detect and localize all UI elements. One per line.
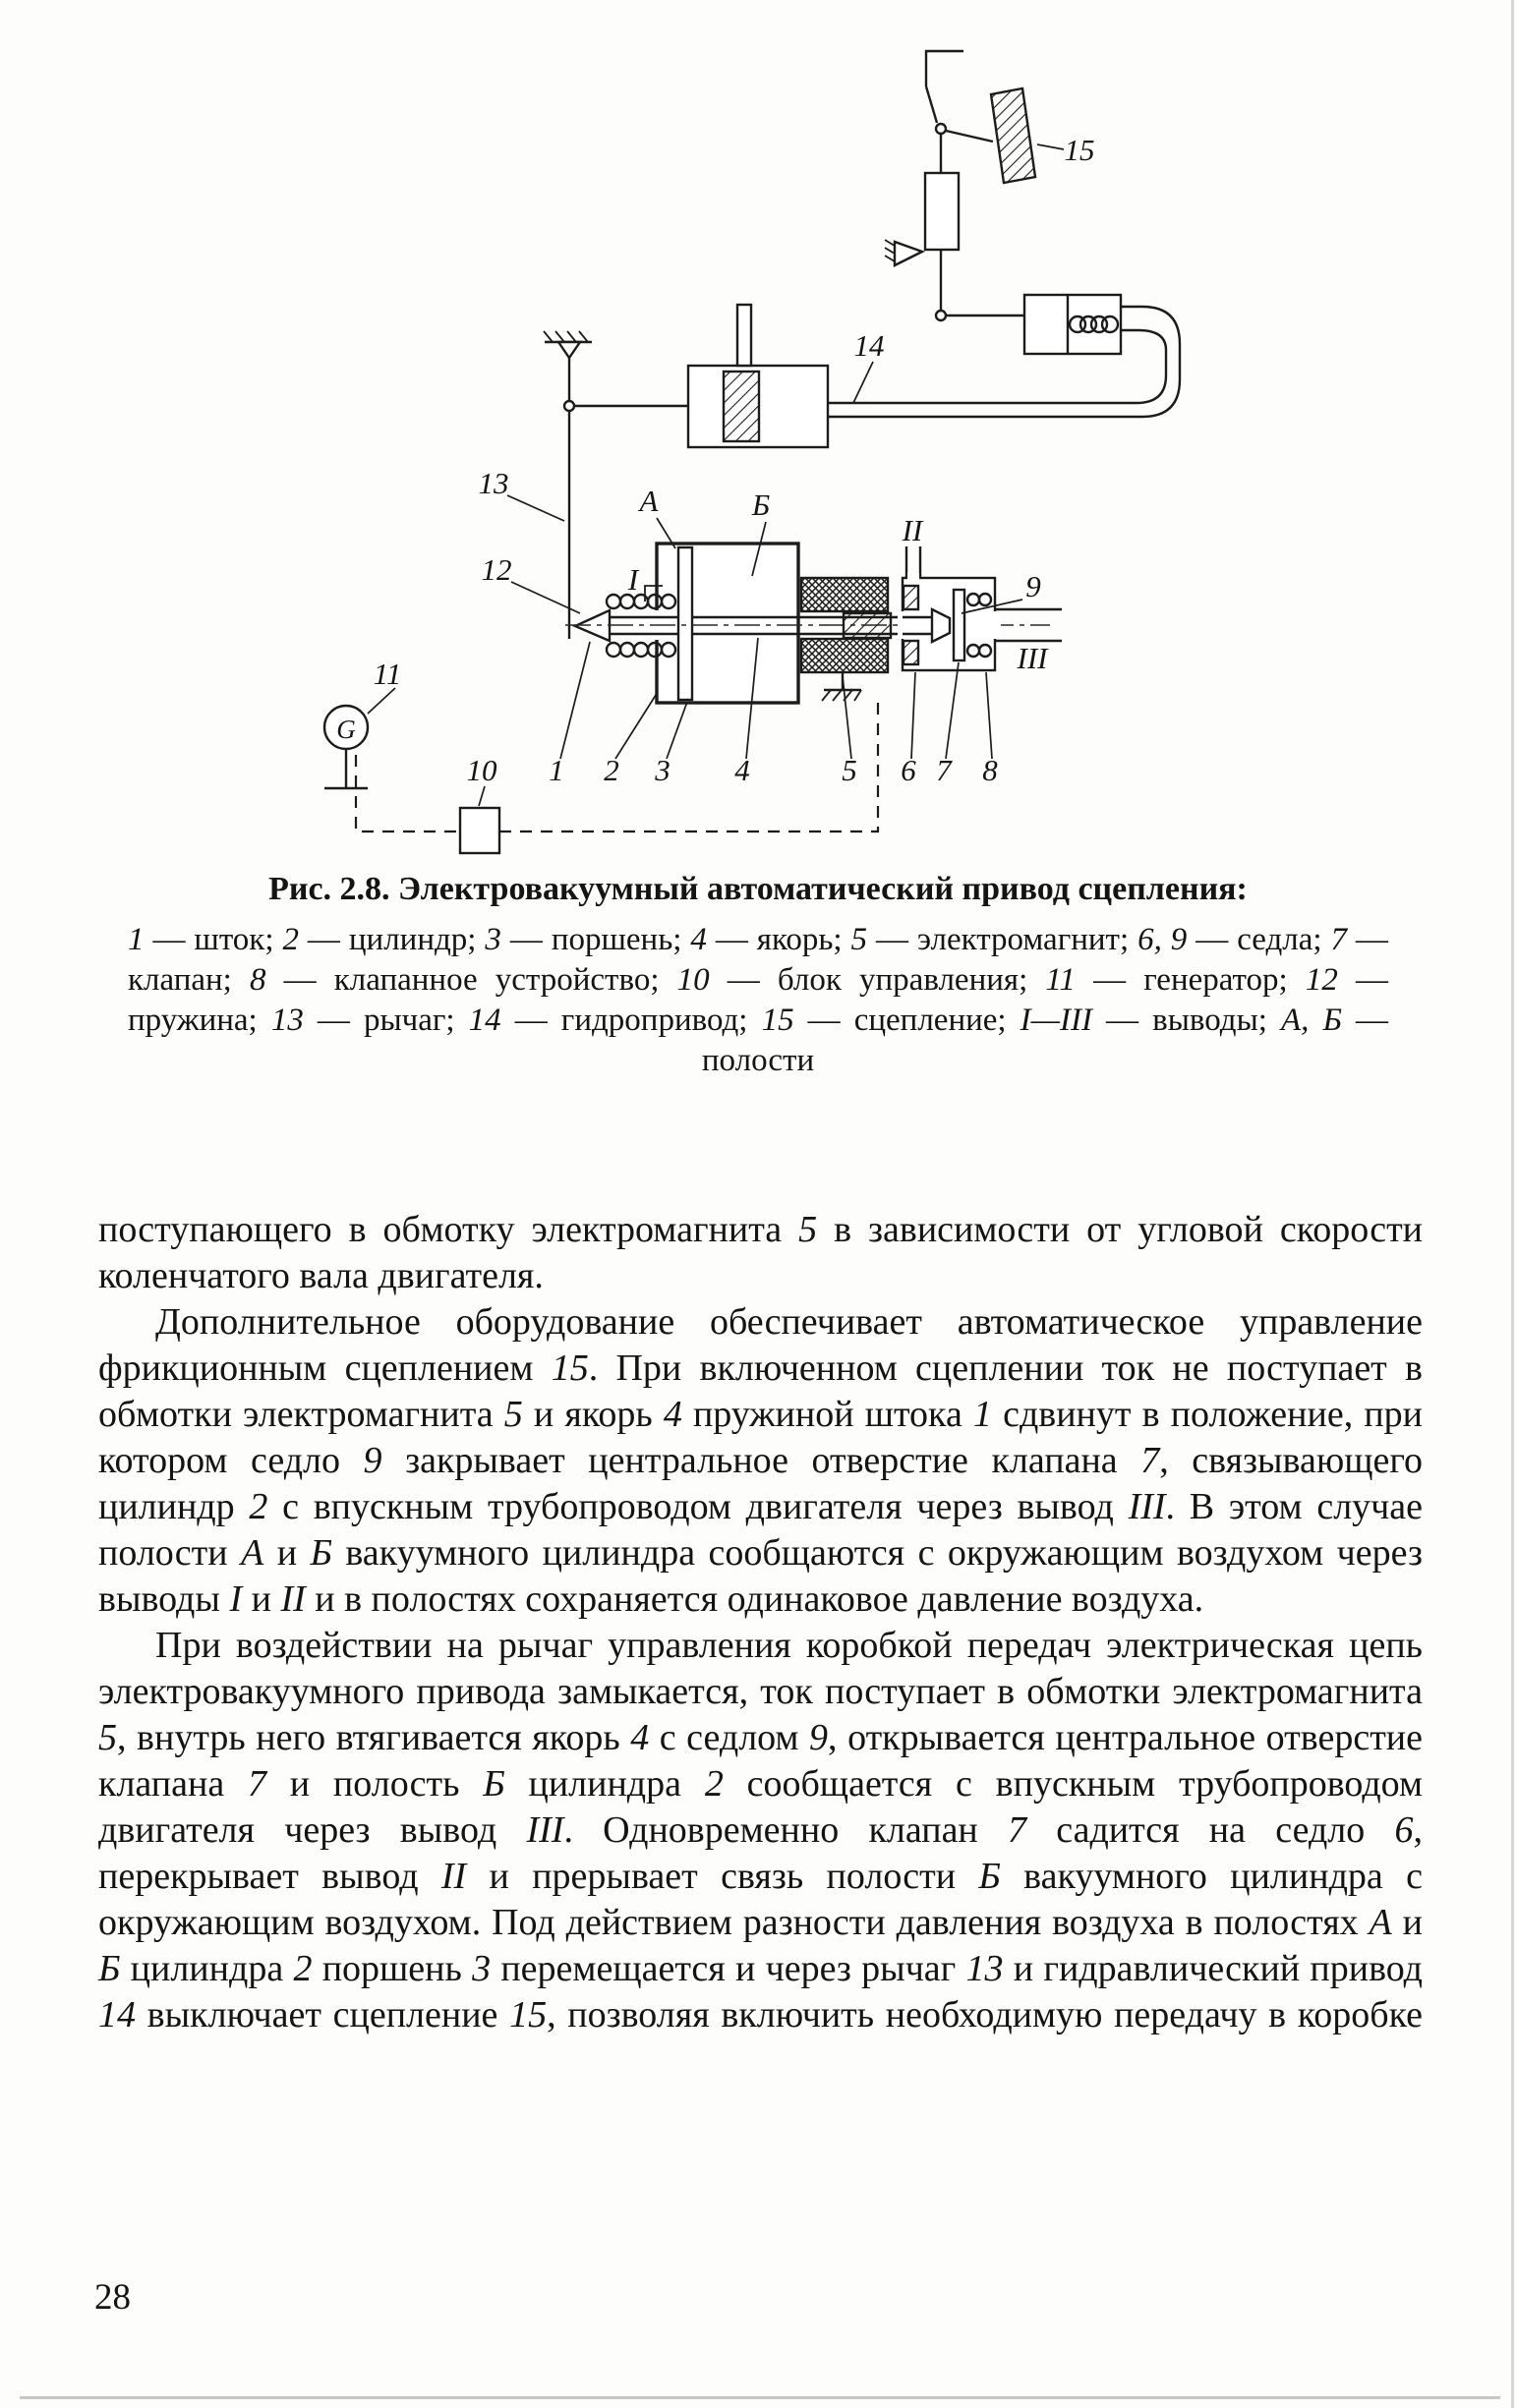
label-4: 4 bbox=[734, 753, 750, 787]
figure-2-8: G bbox=[0, 0, 1516, 1081]
armature bbox=[842, 611, 893, 640]
scan-edge-artifact bbox=[1511, 0, 1514, 2408]
master-cylinder bbox=[1022, 293, 1123, 356]
valve-device bbox=[898, 546, 1062, 672]
paragraph: Дополнительное оборудование обеспечивает… bbox=[98, 1301, 1424, 1620]
coil-lower bbox=[799, 637, 890, 674]
label-port-1: I bbox=[627, 562, 640, 597]
label-2: 2 bbox=[604, 753, 619, 787]
label-9: 9 bbox=[1025, 569, 1041, 603]
page-number: 28 bbox=[94, 2277, 131, 2318]
hydraulic-piston bbox=[722, 370, 761, 443]
figure-caption-block: Рис. 2.8. Электровакуумный автоматически… bbox=[0, 869, 1516, 1081]
label-cavity-a: А bbox=[638, 484, 660, 518]
generator-letter: G bbox=[336, 715, 356, 744]
figure-caption: Рис. 2.8. Электровакуумный автоматически… bbox=[268, 871, 1248, 907]
paragraph: поступающего в обмотку электромагнита 5 … bbox=[98, 1209, 1424, 1296]
diagram-labels: 15 14 13 12 11 10 9 1 2 3 4 5 6 7 8 А Б … bbox=[374, 133, 1095, 787]
label-5: 5 bbox=[842, 753, 857, 787]
label-10: 10 bbox=[467, 753, 498, 787]
label-8: 8 bbox=[982, 753, 998, 787]
valve-seat bbox=[902, 639, 920, 666]
figure-legend: 1 — шток; 2 — цилиндр; 3 — поршень; 4 — … bbox=[128, 922, 1389, 1078]
leader-lines bbox=[367, 143, 1065, 807]
vacuum-cylinder bbox=[565, 542, 1050, 705]
clutch-diagram: G bbox=[322, 49, 1182, 855]
hydraulic-pipe-outer bbox=[828, 305, 1182, 419]
label-6: 6 bbox=[901, 753, 916, 787]
label-3: 3 bbox=[654, 753, 671, 787]
clutch-disc bbox=[989, 86, 1037, 185]
hydraulic-pipe-inner bbox=[828, 328, 1168, 405]
port-one-fitting bbox=[644, 585, 663, 602]
scan-edge-artifact bbox=[20, 2396, 1500, 2399]
valve-seat bbox=[902, 584, 920, 611]
control-circuit: G bbox=[322, 696, 880, 855]
seat-nine bbox=[930, 607, 952, 644]
label-cavity-b: Б bbox=[751, 487, 770, 522]
coil-upper bbox=[799, 576, 890, 613]
control-unit-block bbox=[458, 806, 501, 855]
piston bbox=[676, 545, 694, 702]
valve-plate bbox=[952, 588, 966, 662]
label-15: 15 bbox=[1065, 133, 1095, 167]
hydraulic-drive bbox=[570, 49, 1182, 449]
lever bbox=[543, 330, 592, 639]
label-12: 12 bbox=[482, 552, 512, 587]
slave-cylinder bbox=[923, 171, 961, 252]
label-13: 13 bbox=[479, 466, 509, 500]
label-1: 1 bbox=[549, 753, 564, 787]
electromagnet bbox=[799, 576, 893, 702]
label-14: 14 bbox=[854, 328, 885, 363]
label-11: 11 bbox=[374, 657, 402, 691]
paragraph: При воздействии на рычаг управления коро… bbox=[98, 1625, 1424, 2035]
label-7: 7 bbox=[936, 753, 953, 787]
label-port-3: III bbox=[1017, 641, 1050, 675]
body-text: поступающего в обмотку электромагнита 5 … bbox=[98, 1207, 1423, 2038]
label-port-2: II bbox=[902, 513, 924, 547]
